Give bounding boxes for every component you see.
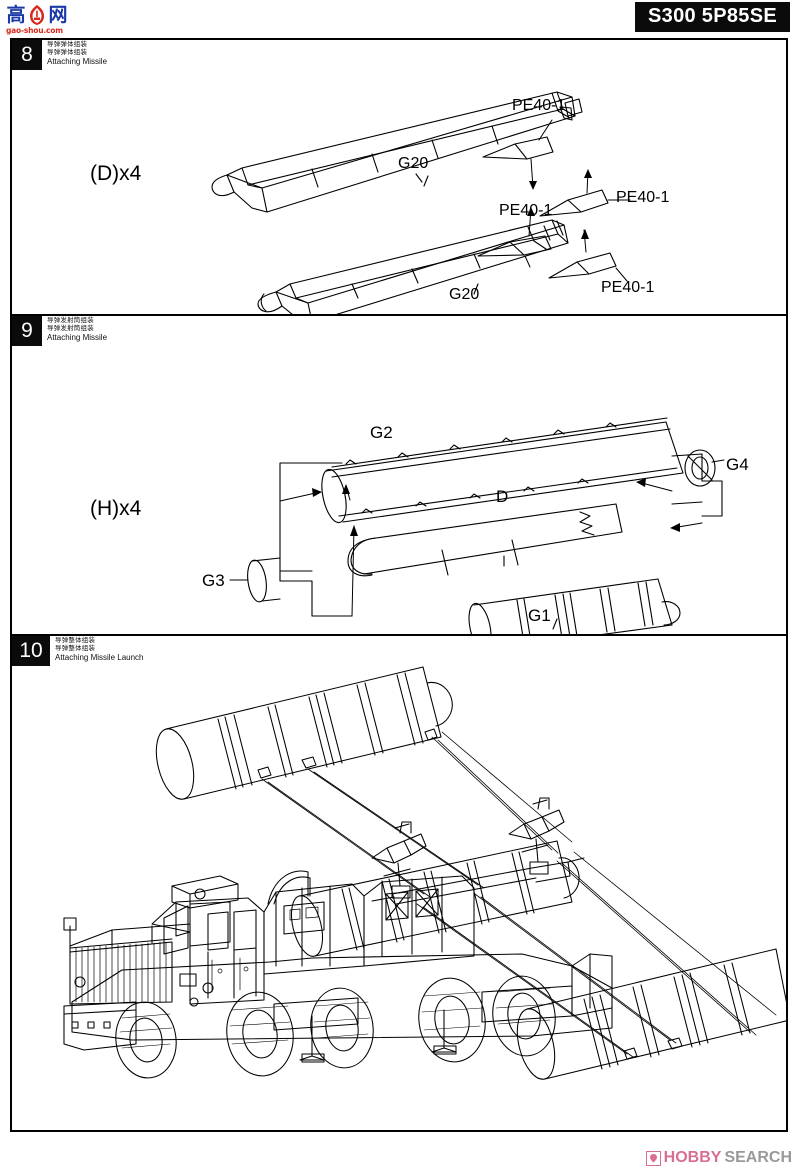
part-label: PE40-1: [512, 97, 565, 114]
step-9-captions: 导弹发射筒组装 导弹发射筒组装 Attaching Missile: [47, 316, 107, 343]
part-label: G4: [726, 455, 749, 474]
tel-truck: [63, 870, 613, 1079]
step-8-header: 8 导弹弹体组装 导弹弹体组装 Attaching Missile: [12, 40, 107, 74]
step-10-caption-cn-1: 导弹整体组装: [55, 636, 96, 644]
step-10-diagram: [12, 636, 786, 1134]
step-8-caption-cn-1: 导弹弹体组装: [47, 40, 88, 48]
step-10-number: 10: [12, 636, 50, 666]
site-logo-url: gao-shou.com: [6, 26, 63, 35]
step-9-caption-cn-2: 导弹发射筒组装: [47, 323, 94, 332]
part-label: G20: [398, 155, 428, 172]
step-panel-8: 8 导弹弹体组装 导弹弹体组装 Attaching Missile (D)x4: [12, 40, 786, 316]
part-label: PE40-1: [616, 189, 669, 206]
part-label: PE40-1: [499, 202, 552, 219]
step-10-header: 10 导弹整体组装 导弹整体组装 Attaching Missile Launc…: [12, 636, 144, 670]
step-8-caption-en: Attaching Missile: [47, 56, 108, 66]
step-9-number: 9: [12, 316, 42, 346]
step-10-captions: 导弹整体组装 导弹整体组装 Attaching Missile Launch: [55, 636, 144, 663]
step-9-quantity-label: (H)x4: [90, 497, 142, 520]
truck-wheels: [115, 975, 556, 1079]
step-9-caption-cn-1: 导弹发射筒组装: [47, 316, 94, 324]
logo-char-left: 高: [6, 4, 26, 26]
part-label: PE40-1: [601, 279, 654, 296]
step-9-caption-en: Attaching Missile: [47, 332, 108, 342]
part-label: G2: [370, 423, 393, 442]
kit-title-plate: S300 5P85SE: [635, 2, 790, 32]
flame-hand-icon: [27, 4, 47, 26]
logo-char-right: 网: [48, 4, 68, 26]
site-logo[interactable]: 高 网 gao-shou.com: [6, 2, 68, 36]
part-label: G20: [449, 286, 479, 303]
step-panel-10: 10 导弹整体组装 导弹整体组装 Attaching Missile Launc…: [12, 636, 786, 1134]
step-panel-9: 9 导弹发射筒组装 导弹发射筒组装 Attaching Missile (H)x…: [12, 316, 786, 636]
step-9-part-labels: G2 G4 D G3 G1: [202, 423, 749, 625]
hobby-search-watermark: HOBBY SEARCH: [645, 1146, 792, 1170]
step-10-caption-en: Attaching Missile Launch: [55, 652, 144, 662]
step-10-caption-cn-2: 导弹整体组装: [55, 643, 96, 652]
step-8-quantity-label: (D)x4: [90, 162, 142, 185]
hobby-search-icon: [645, 1150, 661, 1166]
canister-mounted: [290, 840, 580, 957]
step-8-part-labels: PE40-1 G20 PE40-1 PE40-1 PE40-1 G20: [398, 97, 669, 303]
part-label: D: [496, 487, 508, 506]
page-header: 高 网 gao-shou.com S300 5P85SE: [0, 0, 798, 36]
step-9-diagram: G2 G4 D G3 G1: [12, 316, 786, 634]
step-8-captions: 导弹弹体组装 导弹弹体组装 Attaching Missile: [47, 40, 107, 67]
canister-upper: [155, 666, 453, 800]
canister-lower: [516, 948, 786, 1080]
part-label: G3: [202, 571, 225, 590]
watermark-hobby-text: HOBBY: [663, 1149, 722, 1166]
site-logo-characters: 高 网: [6, 2, 68, 28]
instruction-sheet: 8 导弹弹体组装 导弹弹体组装 Attaching Missile (D)x4: [10, 38, 788, 1132]
step-8-caption-cn-2: 导弹弹体组装: [47, 47, 88, 56]
step-9-header: 9 导弹发射筒组装 导弹发射筒组装 Attaching Missile: [12, 316, 107, 350]
step-8-number: 8: [12, 40, 42, 70]
part-label: G1: [528, 606, 551, 625]
watermark-search-text: SEARCH: [724, 1149, 792, 1166]
